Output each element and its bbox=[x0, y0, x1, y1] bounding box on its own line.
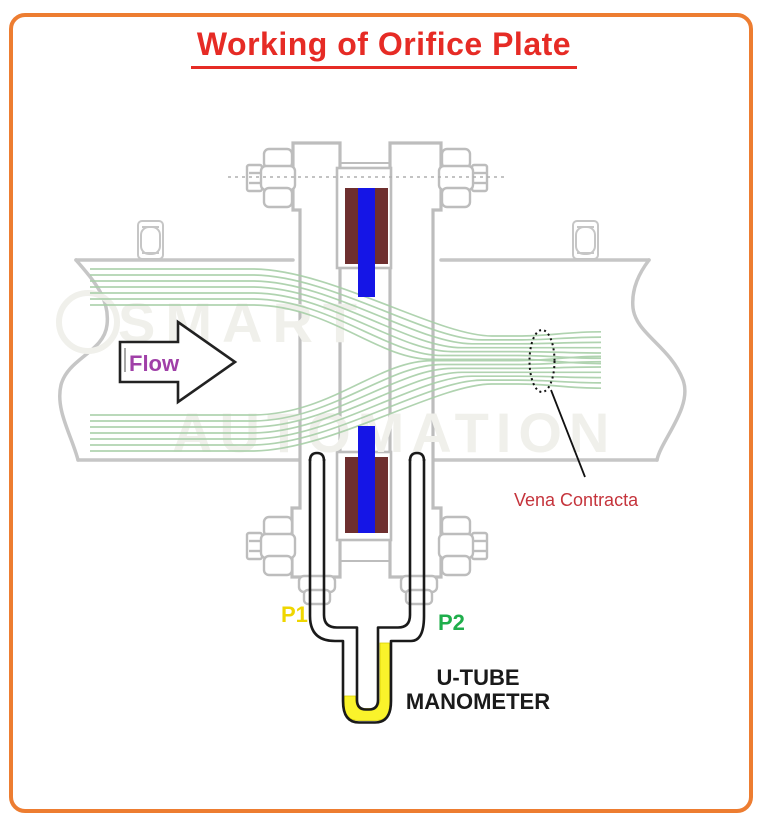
flow-streamline bbox=[90, 375, 602, 440]
flange-column-right bbox=[388, 141, 443, 579]
orifice-plate bbox=[345, 188, 388, 533]
pressure-labels: P1 P2 bbox=[281, 602, 465, 635]
pipe-bolt-left-icon bbox=[137, 220, 164, 260]
flange-column-left bbox=[290, 141, 342, 579]
pipe-bolt-right-icon bbox=[572, 220, 599, 260]
pipe-break-left bbox=[58, 258, 110, 462]
vena-contracta-callout: Vena Contracta bbox=[514, 329, 639, 510]
hex-nut-top-left-icon bbox=[245, 147, 297, 209]
tap-dome-left bbox=[308, 451, 326, 462]
title-bar: Working of Orifice Plate bbox=[0, 26, 768, 69]
vena-contracta-label: Vena Contracta bbox=[514, 490, 639, 510]
p1-label: P1 bbox=[281, 602, 308, 627]
manometer-label-line2: MANOMETER bbox=[406, 689, 550, 714]
manometer-label-line1: U-TUBE bbox=[436, 665, 519, 690]
tap-fitting-right-icon bbox=[399, 574, 439, 606]
flow-arrow: Flow bbox=[118, 319, 238, 405]
flow-streamline bbox=[90, 371, 601, 434]
flow-streamline bbox=[90, 274, 602, 341]
flow-streamline bbox=[90, 355, 602, 416]
p2-label: P2 bbox=[438, 610, 465, 635]
orifice-plate-bottom-blue bbox=[358, 426, 375, 533]
flow-arrow-shape bbox=[118, 319, 238, 405]
tap-dome-right bbox=[408, 451, 426, 462]
flow-streamline bbox=[90, 366, 602, 428]
vena-contracta-leader-line bbox=[550, 389, 586, 478]
flow-streamline bbox=[90, 280, 602, 345]
flow-label: Flow bbox=[129, 351, 180, 376]
tube-outer-wall bbox=[308, 459, 426, 724]
tap-fitting-left-icon bbox=[297, 574, 337, 606]
tube-inner-wall bbox=[322, 459, 412, 711]
manometer-label: U-TUBE MANOMETER bbox=[406, 665, 550, 714]
hex-nut-bottom-right-icon bbox=[437, 515, 489, 577]
orifice-plate-top-blue bbox=[358, 188, 375, 297]
flange-bolts bbox=[245, 147, 489, 606]
flow-lines bbox=[90, 268, 602, 452]
flow-streamline bbox=[90, 304, 602, 365]
pipe-break-right bbox=[630, 258, 687, 462]
flow-streamline bbox=[90, 268, 602, 337]
page-title: Working of Orifice Plate bbox=[190, 26, 578, 69]
flow-streamline bbox=[90, 286, 602, 349]
flow-streamline bbox=[90, 383, 602, 452]
hex-nut-bottom-left-icon bbox=[245, 515, 297, 577]
flow-streamline bbox=[90, 292, 602, 354]
manometer-tubing bbox=[308, 451, 426, 724]
pipe-top-bolts bbox=[137, 220, 599, 260]
flow-streamline bbox=[90, 379, 602, 446]
hex-nut-top-right-icon bbox=[437, 147, 489, 209]
vena-contracta-ellipse bbox=[528, 329, 556, 393]
watermark-logo-circle bbox=[56, 290, 120, 354]
